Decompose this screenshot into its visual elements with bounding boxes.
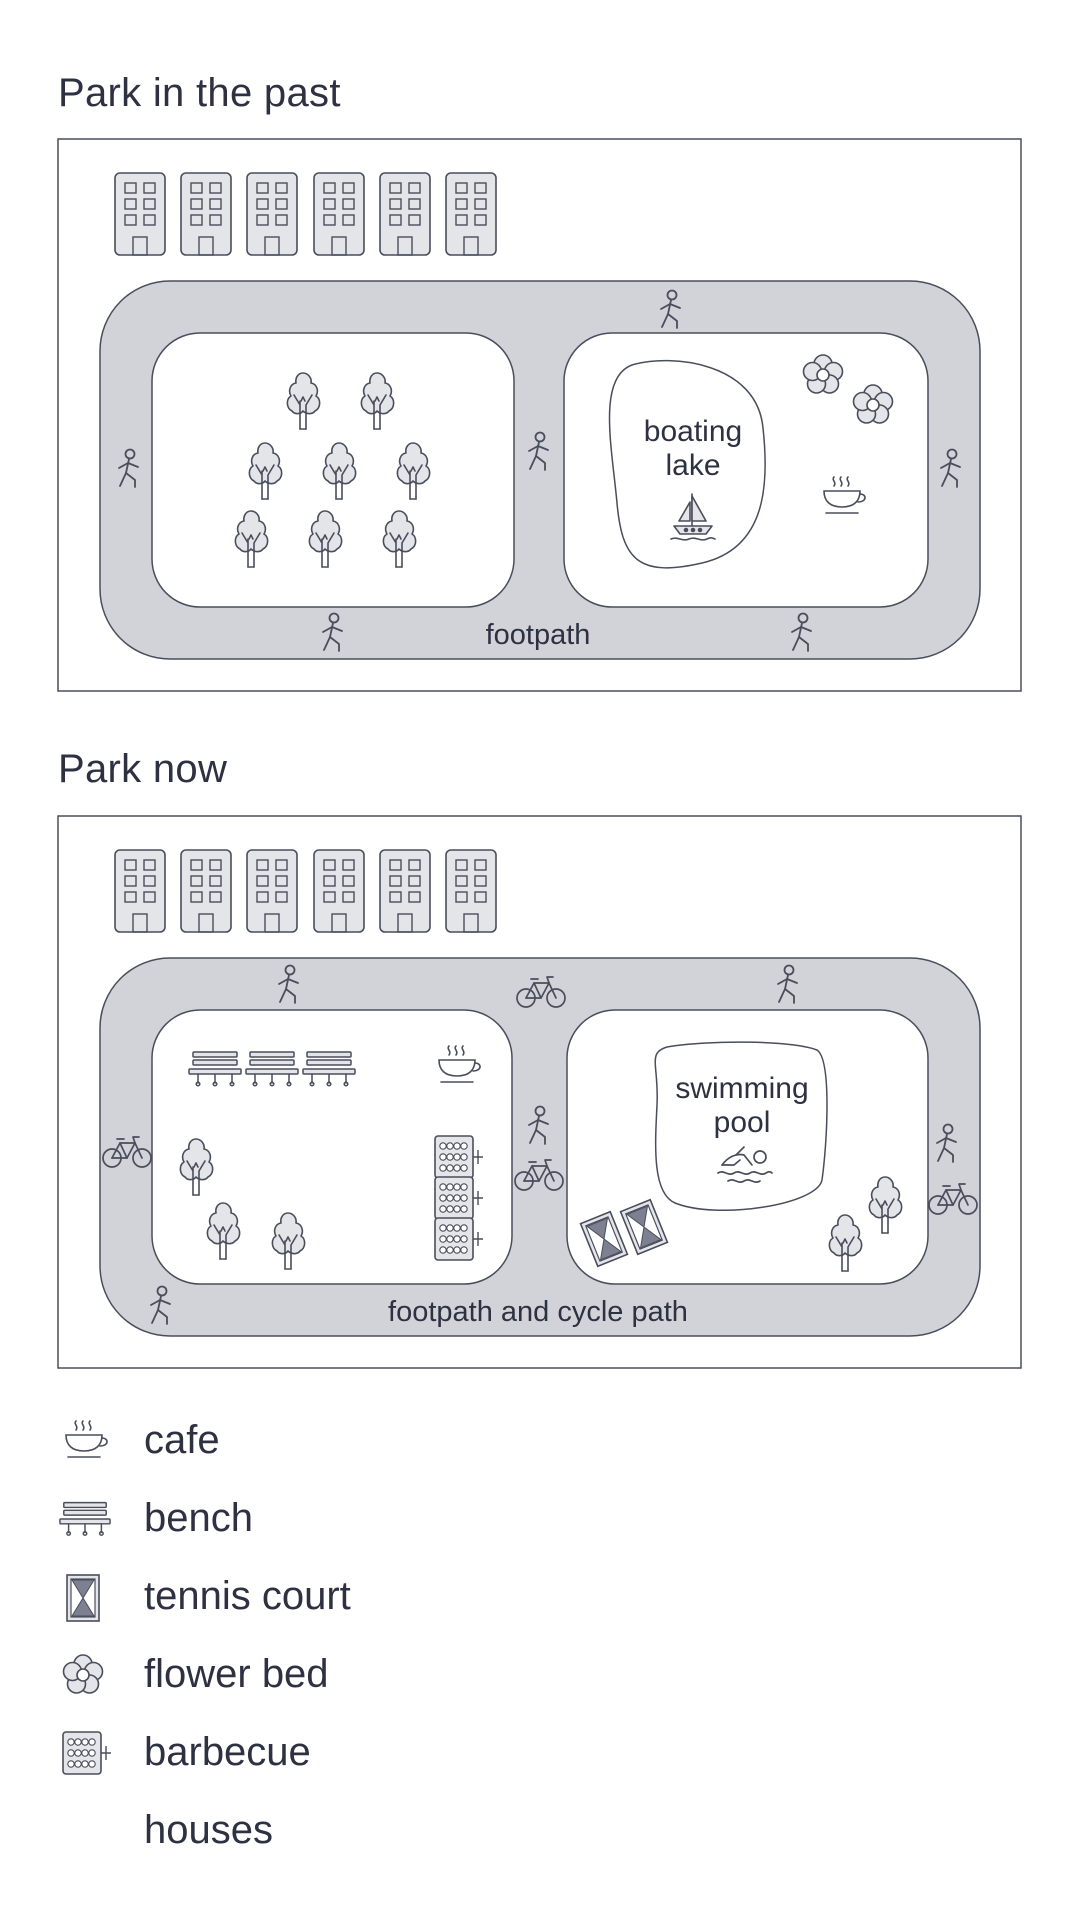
path-label: footpath and cycle path xyxy=(388,1296,688,1328)
legend-item-houses: houses xyxy=(58,1796,658,1874)
now-map-title: Park now xyxy=(58,747,228,791)
legend-item-barbecue: barbecue xyxy=(58,1718,658,1796)
legend-item-flower-bed: flower bed xyxy=(58,1640,658,1718)
footpath-label: footpath xyxy=(486,619,591,651)
house-icon xyxy=(313,849,365,933)
flower-bed-icon xyxy=(62,1654,104,1694)
lake-label: lake xyxy=(665,449,720,482)
cafe-icon xyxy=(65,1420,108,1458)
boating-lake xyxy=(608,359,766,569)
barbecue-icon xyxy=(62,1731,112,1775)
past-map-title: Park in the past xyxy=(58,71,341,115)
legend-item-tennis-court: tennis court xyxy=(58,1562,658,1640)
legend-label: houses xyxy=(144,1808,273,1852)
pool-label: swimming xyxy=(675,1072,808,1105)
swimming-pool xyxy=(654,1041,828,1211)
house-icon xyxy=(114,172,166,256)
legend-label: barbecue xyxy=(144,1730,311,1774)
legend-label: tennis court xyxy=(144,1574,351,1618)
pool-label: pool xyxy=(714,1106,771,1139)
house-icon xyxy=(114,849,166,933)
legend-label: flower bed xyxy=(144,1652,329,1696)
houses-icon xyxy=(58,1804,112,1858)
legend-item-bench: bench xyxy=(58,1484,658,1562)
legend-label: bench xyxy=(144,1496,253,1540)
house-icon xyxy=(180,172,232,256)
house-icon xyxy=(313,172,365,256)
house-icon xyxy=(379,849,431,933)
lake-label: boating xyxy=(644,415,742,448)
current-park-map: swimming pool footpath and cycle path xyxy=(57,815,1022,1369)
house-icon xyxy=(180,849,232,933)
house-icon xyxy=(246,172,298,256)
legend-item-cafe: cafe xyxy=(58,1406,658,1484)
left-park-area xyxy=(151,1009,513,1285)
legend: cafe bench tennis court flower bed barbe… xyxy=(58,1406,658,1874)
house-icon xyxy=(246,849,298,933)
past-park-map: boating lake footpath xyxy=(57,138,1022,692)
legend-label: cafe xyxy=(144,1418,220,1462)
house-icon xyxy=(379,172,431,256)
house-icon xyxy=(445,849,497,933)
bench-icon xyxy=(59,1501,111,1536)
house-icon xyxy=(445,172,497,256)
tennis-court-icon xyxy=(66,1574,100,1622)
